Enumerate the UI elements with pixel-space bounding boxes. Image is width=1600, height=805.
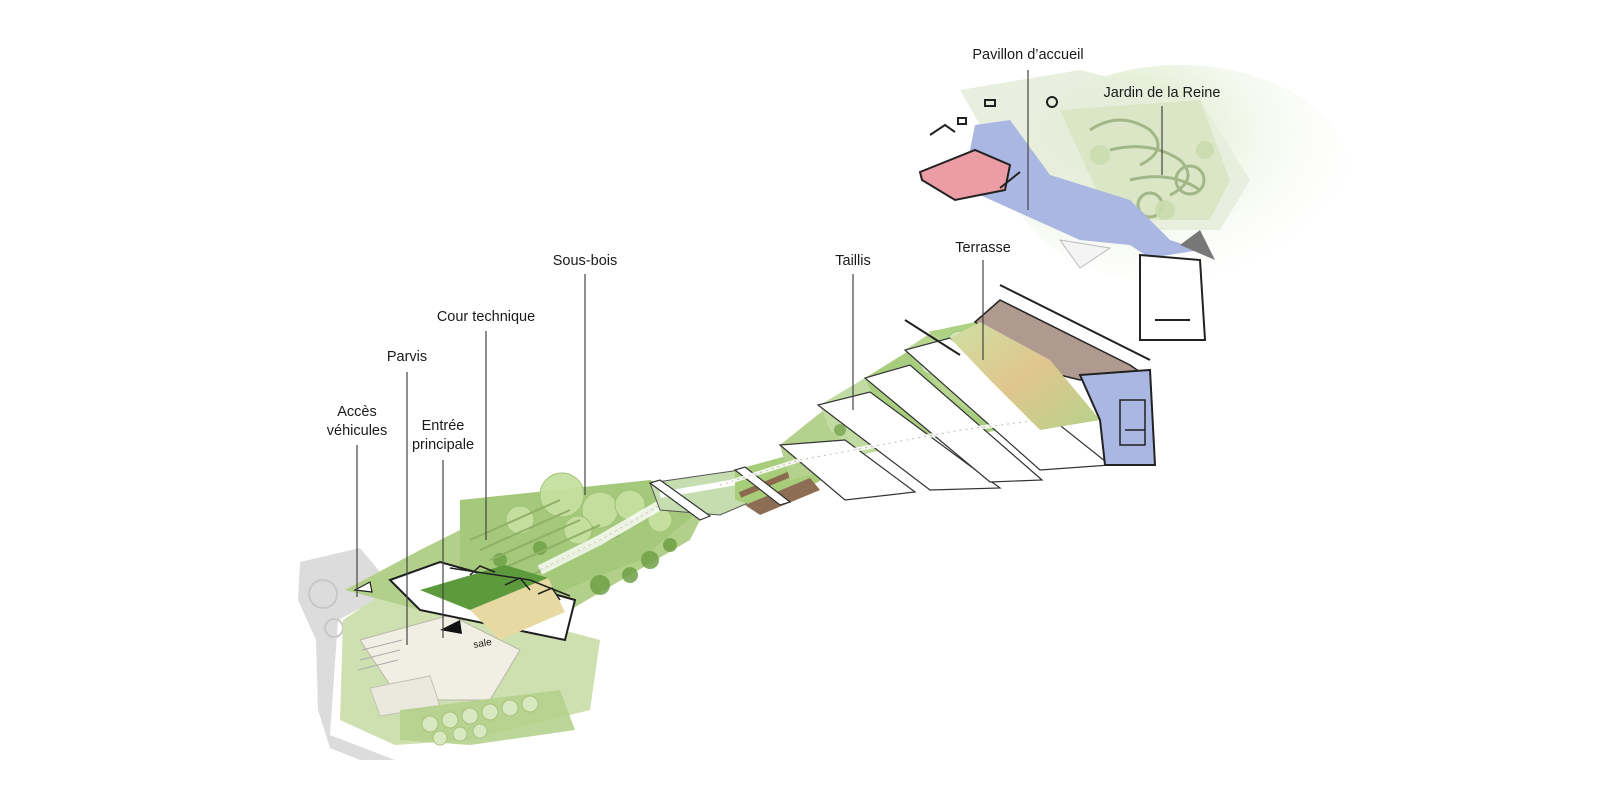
label-acces-line1: Accès	[337, 404, 377, 420]
terrasse-building	[904, 284, 1157, 466]
leader-lines	[356, 70, 1163, 645]
label-acces-vehicules: Accès véhicules	[327, 403, 387, 441]
access-road	[298, 548, 395, 760]
label-acces-line2: véhicules	[326, 423, 388, 439]
entrance-building: sale	[353, 560, 577, 651]
label-entree-line2: principale	[411, 437, 475, 453]
label-terrasse: Terrasse	[955, 240, 1011, 256]
label-parvis: Parvis	[386, 349, 428, 365]
label-sous-bois: Sous-bois	[552, 253, 618, 269]
label-cour-technique: Cour technique	[436, 309, 536, 325]
label-entree-line1: Entrée	[421, 418, 465, 434]
label-entree-principale: Entrée principale	[412, 417, 474, 455]
label-taillis: Taillis	[835, 253, 871, 269]
label-jardin-reine: Jardin de la Reine	[1103, 85, 1221, 101]
pavillon-jardin-area	[918, 65, 1350, 341]
plan-room-text: sale	[473, 637, 493, 651]
label-pavillon-accueil: Pavillon d’accueil	[972, 47, 1084, 63]
